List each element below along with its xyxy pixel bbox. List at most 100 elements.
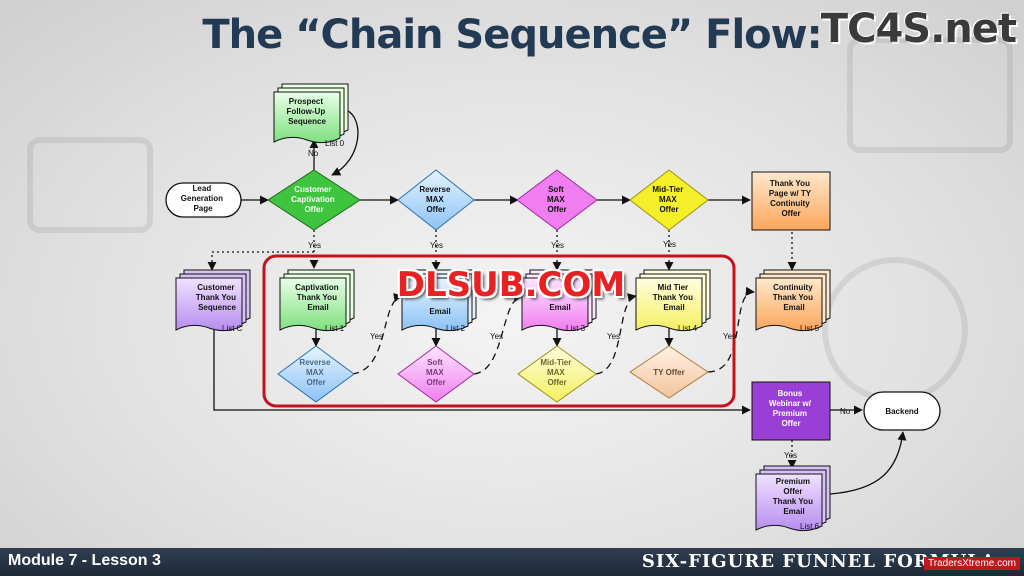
tc4s-logo: TC4S.net: [820, 6, 1017, 52]
yes-label: Yes: [551, 241, 564, 250]
bonus-line: Offer: [781, 419, 800, 428]
customer-thank-you-sequence: Customer Thank You Sequence: [175, 269, 251, 332]
cc-offer-line: Captivation: [291, 195, 335, 204]
cc-offer-line: Offer: [304, 205, 323, 214]
mid-tier-max-offer-2: Mid-Tier MAX Offer: [517, 345, 597, 403]
svg-text:Premium Offer Than: Premium Offer Thank You Email: [773, 477, 815, 516]
svg-text:Email: Email: [429, 307, 450, 316]
continuity-thank-you-email: Continuity Thank You Email: [755, 269, 831, 332]
cust-ty-line: Thank You: [196, 293, 236, 302]
list-label: List 2: [446, 324, 466, 333]
reverse-max-offer-2: Reverse MAX Offer: [277, 345, 355, 403]
yes-label: Yes: [490, 332, 503, 341]
yes-label: Yes: [370, 332, 383, 341]
highlight-box: [262, 254, 736, 408]
ty-page-line: Thank You: [770, 179, 810, 188]
soft-email-line: Email: [549, 303, 570, 312]
capt-email-line: Thank You: [297, 293, 337, 302]
list-label: List 4: [678, 324, 698, 333]
captivation-thank-you-email: Captivation Thank You Email: [279, 269, 355, 332]
svg-text:Continuity Thank You: Continuity Thank You Email: [773, 283, 815, 312]
rev-offer2-line: Reverse: [299, 358, 331, 367]
yes-label: Yes: [308, 241, 321, 250]
list-label: List 6: [800, 522, 820, 531]
lead-line: Page: [193, 204, 213, 213]
cust-ty-line: Customer: [197, 283, 234, 292]
prospect-line: Sequence: [288, 117, 326, 126]
thank-you-page: Thank You Page w/ TY Continuity Offer: [751, 171, 831, 231]
list-label: List 5: [800, 324, 820, 333]
module-label: Module 7 - Lesson 3: [8, 552, 161, 569]
svg-text:Reverse MAX Offer: Reverse MAX Offer: [299, 358, 332, 387]
page-title: The “Chain Sequence” Flow:: [202, 12, 822, 58]
brand-banner: SIX-FIGURE FUNNEL FORMULA: [641, 551, 996, 572]
svg-text:Mid-Tier MAX Offer: Mid-Tier MAX Offer: [652, 185, 685, 214]
yes-label: Yes: [723, 332, 736, 341]
rev-offer-line: Offer: [426, 205, 445, 214]
mid-email-line: Thank You: [653, 293, 693, 302]
customer-captivation-offer: Customer Captivation Offer: [267, 169, 361, 231]
cont-email-line: Thank You: [773, 293, 813, 302]
svg-text:Customer Thank You: Customer Thank You Sequence: [196, 283, 238, 312]
premium-line: Premium: [776, 477, 810, 486]
prospect-line: Prospect: [289, 97, 324, 106]
backend: Backend: [863, 391, 941, 431]
list-labels: List 0 List C List 1 List 2 List 3 List …: [222, 139, 820, 531]
mid-email-line: Email: [663, 303, 684, 312]
cc-offer-line: Customer: [294, 185, 331, 194]
rev-offer2-line: MAX: [306, 368, 324, 377]
no-label: No: [308, 149, 319, 158]
cust-ty-line: Sequence: [198, 303, 236, 312]
dashed-connectors: [351, 286, 755, 375]
premium-line: Offer: [783, 487, 802, 496]
svg-text:Reverse MAX Offer: Reverse MAX Offer: [419, 185, 452, 214]
prospect-follow-up-sequence: Prospect Follow-Up Sequence: [273, 83, 349, 144]
soft-offer2-line: Offer: [426, 378, 445, 387]
bonus-line: Premium: [773, 409, 807, 418]
cont-email-line: Email: [783, 303, 804, 312]
soft-offer2-line: MAX: [426, 368, 444, 377]
lead-generation-page: Lead Generation Page: [165, 182, 242, 218]
mid-offer-line: Mid-Tier: [652, 185, 683, 194]
soft-offer-line: MAX: [547, 195, 565, 204]
mid-offer2-line: MAX: [547, 368, 565, 377]
svg-text:Soft MAX Offer: Soft MAX Offer: [426, 358, 446, 387]
solid-connectors: [213, 109, 907, 495]
watermark: DLSUB.COM: [396, 265, 626, 305]
premium-offer-thank-you-email: Premium Offer Thank You Email: [755, 465, 831, 532]
ty-page-line: Page w/ TY: [769, 189, 812, 198]
premium-line: Email: [783, 507, 804, 516]
list-label: List 0: [325, 139, 345, 148]
lead-line: Lead: [193, 184, 212, 193]
site-tag: TradersXtreme.com: [924, 557, 1020, 570]
bonus-line: Bonus: [777, 389, 802, 398]
ty-offer-line: TY Offer: [653, 368, 684, 377]
lead-line: Generation: [181, 194, 223, 203]
svg-text:Thank You Page w/ TY: Thank You Page w/ TY Continuity Offer: [769, 179, 813, 218]
svg-text:Captivation Thank You: Captivation Thank You Email: [295, 283, 341, 312]
backend-label: Backend: [885, 407, 918, 416]
svg-text:Lead Generation Pa: Lead Generation Page: [181, 184, 225, 213]
mid-tier-max-offer: Mid-Tier MAX Offer: [629, 169, 709, 231]
yes-label: Yes: [607, 332, 620, 341]
ty-page-line: Continuity: [770, 199, 810, 208]
list-label: List 3: [566, 324, 586, 333]
soft-offer2-line: Soft: [427, 358, 443, 367]
yes-label: Yes: [430, 241, 443, 250]
svg-text:Customer Captivation: Customer Captivation Offer: [291, 185, 337, 214]
svg-text:TY Offer: TY Offer: [653, 368, 684, 377]
mid-offer-line: MAX: [659, 195, 677, 204]
edge-labels: No Yes Yes Yes Yes Yes Yes Yes Yes No Ye…: [308, 149, 851, 460]
mid-offer-line: Offer: [659, 205, 678, 214]
background-sketch: [27, 37, 1013, 403]
flow-diagram: Lead Generation Page Prospect Follow-Up …: [27, 37, 1013, 532]
soft-max-offer-2: Soft MAX Offer: [397, 345, 475, 403]
ty-offer: TY Offer: [629, 345, 709, 399]
rev-offer2-line: Offer: [306, 378, 325, 387]
cont-email-line: Continuity: [773, 283, 813, 292]
mid-offer2-line: Mid-Tier: [540, 358, 571, 367]
ty-page-line: Offer: [781, 209, 800, 218]
mid-tier-thank-you-email: Mid Tier Thank You Email: [635, 269, 711, 332]
soft-max-offer: Soft MAX Offer: [516, 169, 598, 231]
rev-offer-line: Reverse: [419, 185, 451, 194]
